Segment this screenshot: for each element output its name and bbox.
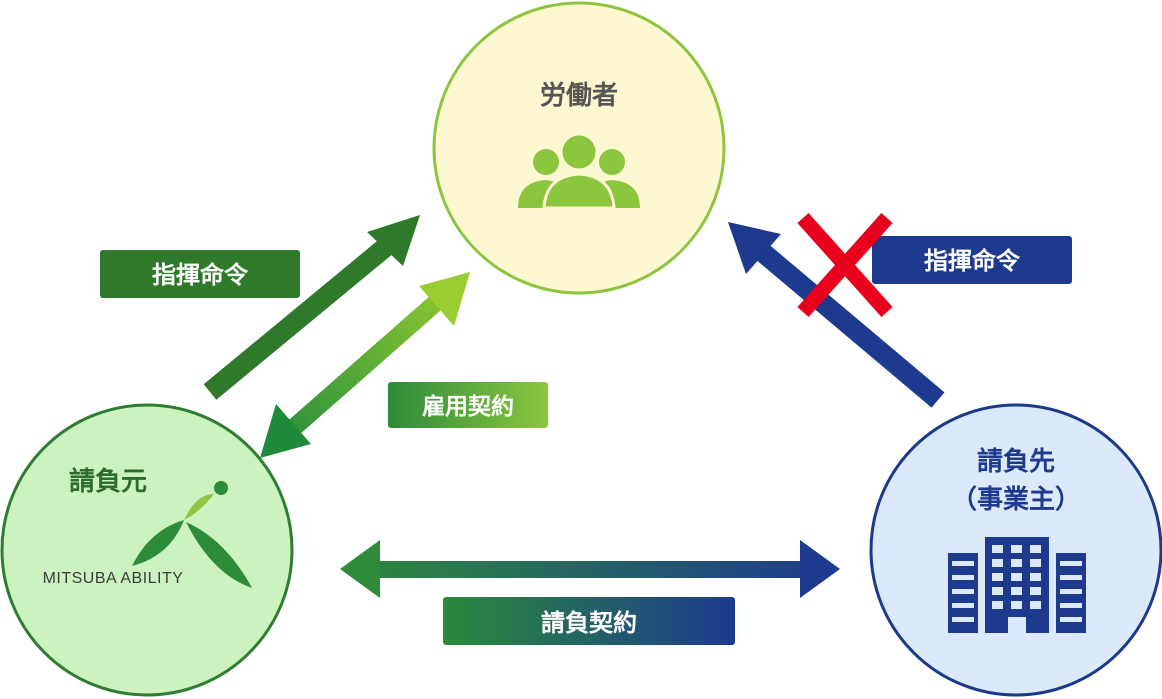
tag-command-valid: 指揮命令 [100, 250, 300, 298]
worker-label: 労働者 [540, 81, 618, 111]
client-label-line1: 請負先 [977, 446, 1055, 477]
command-arrow-valid [203, 215, 420, 400]
contractor-node: 請負元 MITSUBA ABILITY [0, 403, 294, 697]
worker-node: 労働者 [432, 1, 726, 295]
tag-command-valid-label: 指揮命令 [152, 261, 249, 289]
cross-mark-icon [797, 213, 893, 317]
client-label-line2: （事業主） [951, 485, 1081, 515]
client-node: 請負先 （事業主） [869, 403, 1162, 697]
subcontract-arrow [340, 540, 840, 598]
contractor-label: 請負元 [69, 466, 147, 497]
command-arrow-invalid [728, 222, 945, 408]
tag-command-invalid: 指揮命令 [872, 236, 1072, 284]
tag-employment-contract-label: 雇用契約 [422, 393, 514, 420]
tag-subcontract: 請負契約 [443, 597, 735, 645]
logo-text: MITSUBA ABILITY [43, 570, 184, 587]
office-building-icon [948, 537, 1086, 633]
tag-command-invalid-label: 指揮命令 [924, 247, 1021, 275]
tag-subcontract-label: 請負契約 [541, 609, 637, 637]
tag-employment-contract: 雇用契約 [388, 382, 548, 428]
employment-contract-arrow [260, 272, 470, 458]
people-group-icon [518, 132, 640, 210]
mitsuba-ability-logo: MITSUBA ABILITY [43, 481, 252, 588]
